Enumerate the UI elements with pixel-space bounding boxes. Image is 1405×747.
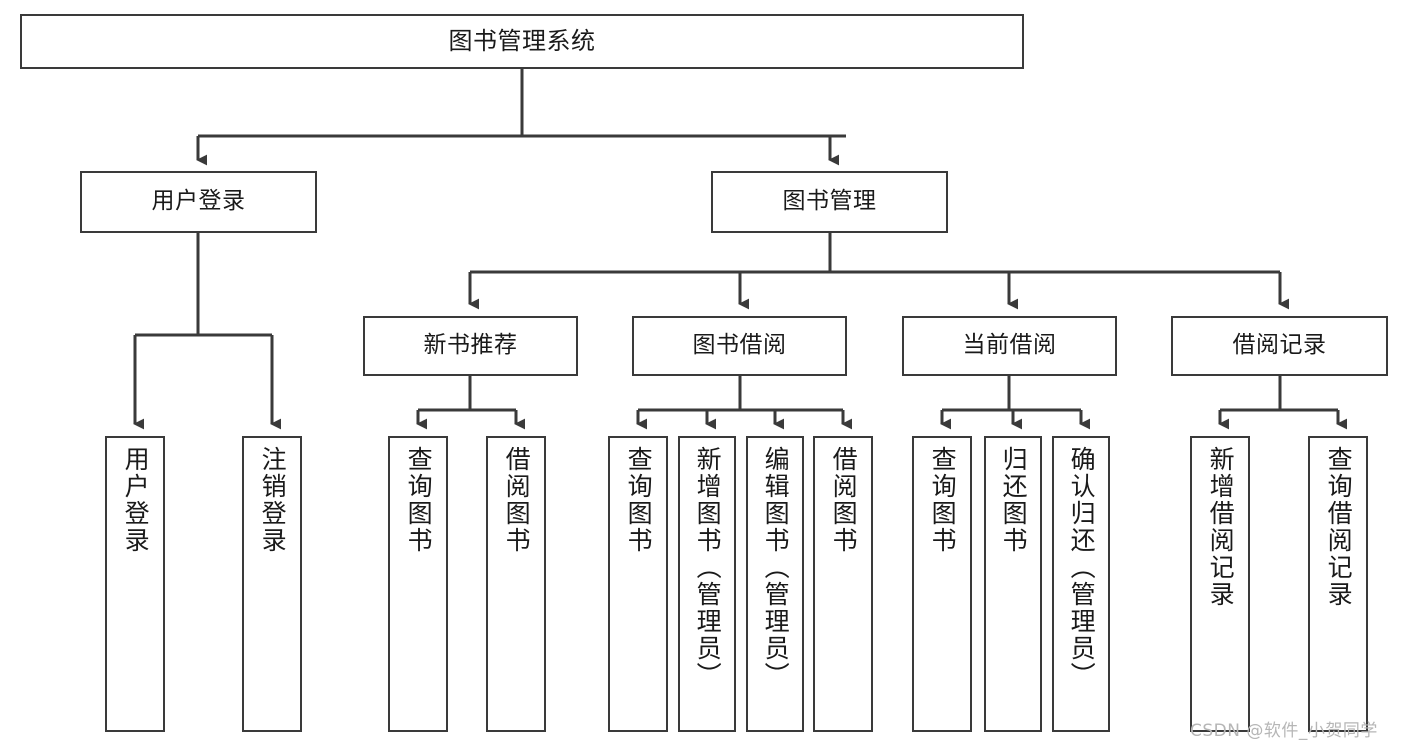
- node-user-login[interactable]: 用户登录: [80, 171, 317, 233]
- node-new-book-recommend[interactable]: 新书推荐: [363, 316, 578, 376]
- node-leaf-borrow-book-recommend[interactable]: 借阅图书: [486, 436, 546, 732]
- node-leaf-borrow-book-recommend-label: 借阅图书: [502, 446, 532, 554]
- node-book-manage-label: 图书管理: [782, 188, 877, 215]
- node-leaf-add-borrow-record-label: 新增借阅记录: [1206, 446, 1236, 608]
- node-borrow-record-label: 借阅记录: [1232, 332, 1327, 359]
- node-leaf-user-login-label: 用户登录: [121, 446, 151, 554]
- node-leaf-user-login[interactable]: 用户登录: [105, 436, 165, 732]
- node-new-book-recommend-label: 新书推荐: [423, 332, 518, 359]
- node-leaf-query-book-current[interactable]: 查询图书: [912, 436, 972, 732]
- node-current-borrow-label: 当前借阅: [962, 332, 1057, 359]
- csdn-watermark: CSDN @软件_小贺同学: [1190, 721, 1378, 741]
- node-leaf-add-book-admin-label: 新增图书（管理员）: [693, 446, 723, 689]
- node-leaf-query-book-borrow-label: 查询图书: [624, 446, 654, 554]
- node-leaf-logout[interactable]: 注销登录: [242, 436, 302, 732]
- node-leaf-confirm-return-admin-label: 确认归还（管理员）: [1067, 446, 1097, 689]
- node-leaf-add-book-admin[interactable]: 新增图书（管理员）: [678, 436, 736, 732]
- node-borrow-record[interactable]: 借阅记录: [1171, 316, 1388, 376]
- node-leaf-add-borrow-record[interactable]: 新增借阅记录: [1190, 436, 1250, 732]
- node-leaf-logout-label: 注销登录: [258, 446, 288, 554]
- node-leaf-query-borrow-record[interactable]: 查询借阅记录: [1308, 436, 1368, 732]
- node-current-borrow[interactable]: 当前借阅: [902, 316, 1117, 376]
- node-book-borrow[interactable]: 图书借阅: [632, 316, 847, 376]
- node-book-manage[interactable]: 图书管理: [711, 171, 948, 233]
- node-leaf-return-book[interactable]: 归还图书: [984, 436, 1042, 732]
- node-leaf-edit-book-admin[interactable]: 编辑图书（管理员）: [746, 436, 804, 732]
- node-book-borrow-label: 图书借阅: [692, 332, 787, 359]
- node-leaf-borrow-book[interactable]: 借阅图书: [813, 436, 873, 732]
- node-leaf-query-book-borrow[interactable]: 查询图书: [608, 436, 668, 732]
- node-leaf-confirm-return-admin[interactable]: 确认归还（管理员）: [1052, 436, 1110, 732]
- node-root[interactable]: 图书管理系统: [20, 14, 1024, 69]
- node-leaf-edit-book-admin-label: 编辑图书（管理员）: [761, 446, 791, 689]
- node-user-login-label: 用户登录: [151, 188, 246, 215]
- node-root-label: 图书管理系统: [448, 27, 596, 56]
- node-leaf-borrow-book-label: 借阅图书: [829, 446, 859, 554]
- node-leaf-query-book-recommend[interactable]: 查询图书: [388, 436, 448, 732]
- node-leaf-query-book-current-label: 查询图书: [928, 446, 958, 554]
- node-leaf-return-book-label: 归还图书: [999, 446, 1029, 554]
- node-leaf-query-book-recommend-label: 查询图书: [404, 446, 434, 554]
- node-leaf-query-borrow-record-label: 查询借阅记录: [1324, 446, 1354, 608]
